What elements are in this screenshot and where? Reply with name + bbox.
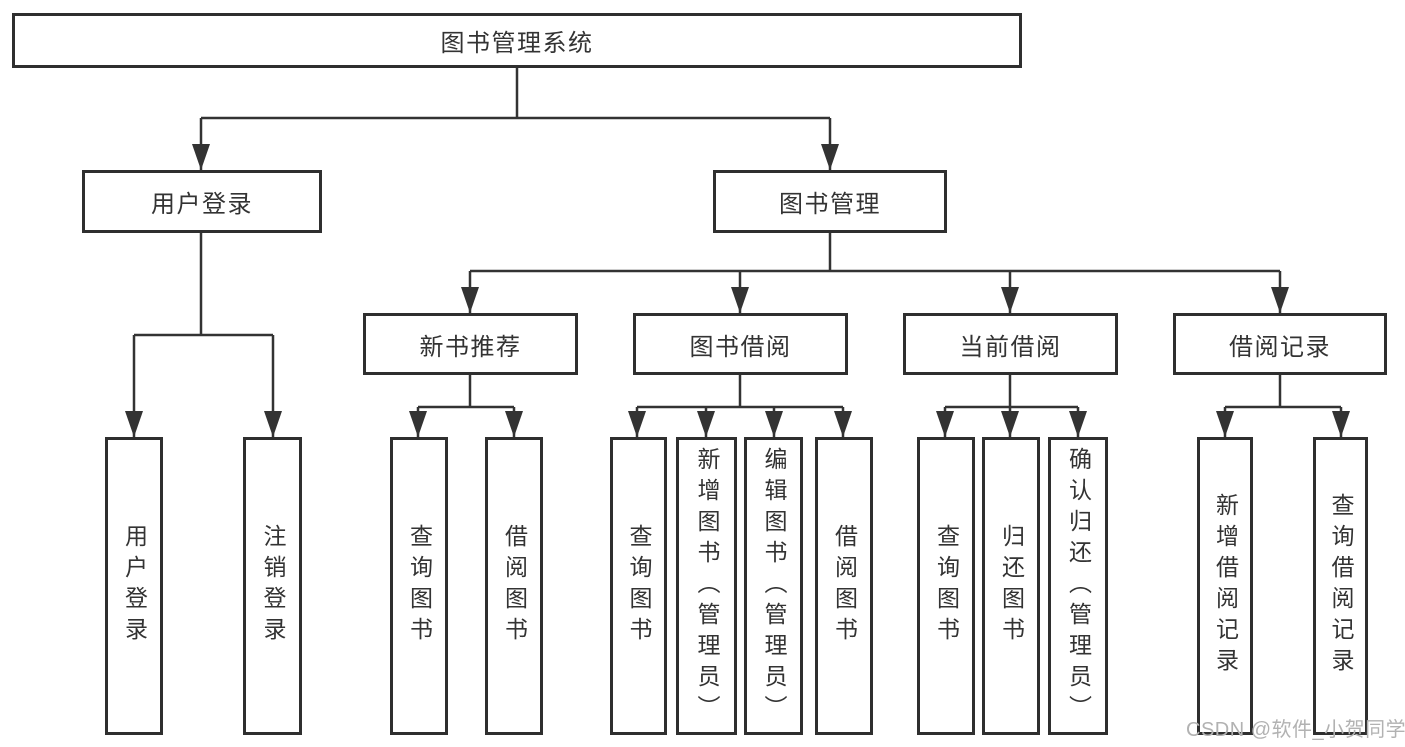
node-label: 注销登录 xyxy=(260,524,286,648)
node-borrow-books-newbook: 借阅图书 xyxy=(485,437,543,735)
node-borrowing-records: 借阅记录 xyxy=(1173,313,1387,375)
node-label: 用户登录 xyxy=(151,191,253,218)
connector-lines xyxy=(132,68,1343,437)
node-label: 借阅图书 xyxy=(831,524,858,648)
node-query-borrow-record: 查询借阅记录 xyxy=(1313,437,1368,735)
node-label: 用户登录 xyxy=(121,524,148,648)
node-user-login-leaf: 用户登录 xyxy=(105,437,163,735)
node-system-root: 图书管理系统 xyxy=(12,13,1022,68)
node-label: 新书推荐 xyxy=(419,333,522,361)
node-new-book-recommendation: 新书推荐 xyxy=(363,313,578,375)
node-label: 编辑图书（管理员） xyxy=(761,446,787,726)
csdn-watermark: CSDN @软件_小贺同学 xyxy=(1186,719,1405,741)
node-label: 查询图书 xyxy=(626,524,652,648)
node-add-books-admin: 新增图书（管理员） xyxy=(676,437,737,735)
node-edit-books-admin: 编辑图书（管理员） xyxy=(744,437,803,735)
node-label: 归还图书 xyxy=(998,524,1025,648)
node-confirm-return-admin: 确认归还（管理员） xyxy=(1048,437,1108,735)
node-label: 图书借阅 xyxy=(689,333,792,361)
node-label: 借阅图书 xyxy=(501,524,528,648)
node-label: 查询借阅记录 xyxy=(1328,493,1354,679)
node-query-books-current: 查询图书 xyxy=(917,437,975,735)
node-return-books: 归还图书 xyxy=(982,437,1040,735)
node-label: 借阅记录 xyxy=(1229,333,1331,361)
node-label: 查询图书 xyxy=(406,524,433,648)
node-book-borrowing: 图书借阅 xyxy=(633,313,848,375)
node-label: 新增图书（管理员） xyxy=(694,446,720,726)
node-label: 查询图书 xyxy=(933,524,960,648)
node-label: 确认归还（管理员） xyxy=(1065,446,1092,726)
node-label: 图书管理系统 xyxy=(440,30,594,57)
node-user-login: 用户登录 xyxy=(82,170,322,233)
node-query-books-borrowing: 查询图书 xyxy=(610,437,667,735)
node-borrow-books-borrowing: 借阅图书 xyxy=(815,437,873,735)
node-label: 图书管理 xyxy=(779,191,881,218)
node-label: 新增借阅记录 xyxy=(1212,493,1239,679)
node-query-books-newbook: 查询图书 xyxy=(390,437,448,735)
node-label: 当前借阅 xyxy=(959,333,1062,361)
node-logout: 注销登录 xyxy=(243,437,302,735)
node-current-borrowing: 当前借阅 xyxy=(903,313,1118,375)
arrowheads xyxy=(125,144,1350,437)
node-add-borrow-record: 新增借阅记录 xyxy=(1197,437,1253,735)
node-book-management: 图书管理 xyxy=(713,170,947,233)
